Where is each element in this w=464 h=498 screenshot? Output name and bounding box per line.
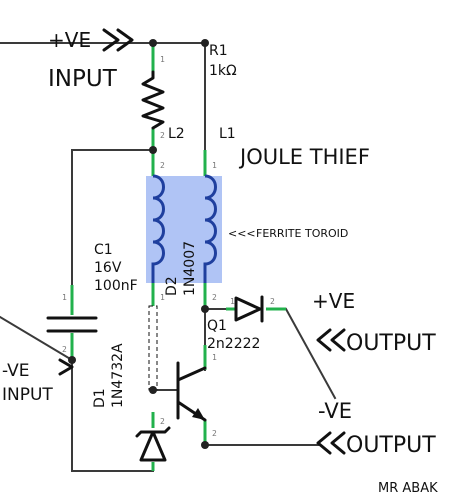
resistor-symbol <box>141 70 165 130</box>
transistor-symbol <box>176 361 207 422</box>
input-neg-sub-label: INPUT <box>2 385 53 405</box>
output-diode-line <box>284 307 337 400</box>
svg-text:1: 1 <box>160 55 165 64</box>
svg-text:1: 1 <box>212 161 217 170</box>
svg-text:2: 2 <box>270 297 275 306</box>
d1-part: 1N4732A <box>110 343 126 408</box>
q1-part: 2n2222 <box>207 336 260 352</box>
toroid-arrows-label: <<< <box>228 227 256 240</box>
author-label: MR ABAK <box>378 481 438 496</box>
r1-value: 1kΩ <box>209 63 237 79</box>
svg-text:2: 2 <box>160 417 165 426</box>
zener-diode-symbol <box>135 426 171 462</box>
l1-ref: L1 <box>219 126 236 142</box>
c1-voltage: 16V <box>94 260 122 276</box>
c1-value: 100nF <box>94 278 138 294</box>
input-pos-label: +VE <box>48 28 91 52</box>
svg-text:2: 2 <box>160 131 165 140</box>
neg-input-lead <box>0 315 74 362</box>
q1-ref: Q1 <box>207 318 227 334</box>
output-bottom-arrow-icon <box>316 431 332 455</box>
output-top-arrow-icon <box>316 328 332 352</box>
d2-ref: D2 <box>164 276 180 296</box>
junction-dots <box>68 39 209 449</box>
out-pos-label: +VE <box>312 289 355 313</box>
output-bottom-label: OUTPUT <box>346 433 436 458</box>
output-top-label: OUTPUT <box>346 331 436 356</box>
input-neg-label: -VE <box>2 361 30 381</box>
l2-ref: L2 <box>168 126 185 142</box>
title-label: JOULE THIEF <box>238 145 370 169</box>
output-diode-symbol <box>234 295 264 323</box>
svg-text:1: 1 <box>160 293 165 302</box>
c1-ref: C1 <box>94 242 113 258</box>
svg-text:2: 2 <box>212 293 217 302</box>
svg-text:1: 1 <box>212 353 217 362</box>
svg-text:2: 2 <box>160 161 165 170</box>
svg-text:2: 2 <box>212 429 217 438</box>
d1-ref: D1 <box>92 388 108 408</box>
coil-l1 <box>203 174 217 283</box>
d2-part: 1N4007 <box>182 241 198 296</box>
wires <box>0 42 337 472</box>
input-label: INPUT <box>48 66 118 92</box>
input-arrow-icon <box>102 28 120 52</box>
ferrite-toroid-core <box>146 176 222 283</box>
r1-ref: R1 <box>209 43 228 59</box>
svg-text:2: 2 <box>62 345 67 354</box>
svg-text:1: 1 <box>230 297 235 306</box>
toroid-label: FERRITE TOROID <box>256 227 348 240</box>
coil-l2 <box>151 174 165 283</box>
arrow-icons <box>58 28 346 455</box>
svg-text:1: 1 <box>62 293 67 302</box>
neg-input-arrow-icon <box>58 358 74 376</box>
out-neg-label: -VE <box>318 399 352 423</box>
pin-numbers: 1 2 2 1 1 2 1 2 1 2 2 1 2 <box>62 55 275 438</box>
dashed-lead <box>148 305 158 391</box>
